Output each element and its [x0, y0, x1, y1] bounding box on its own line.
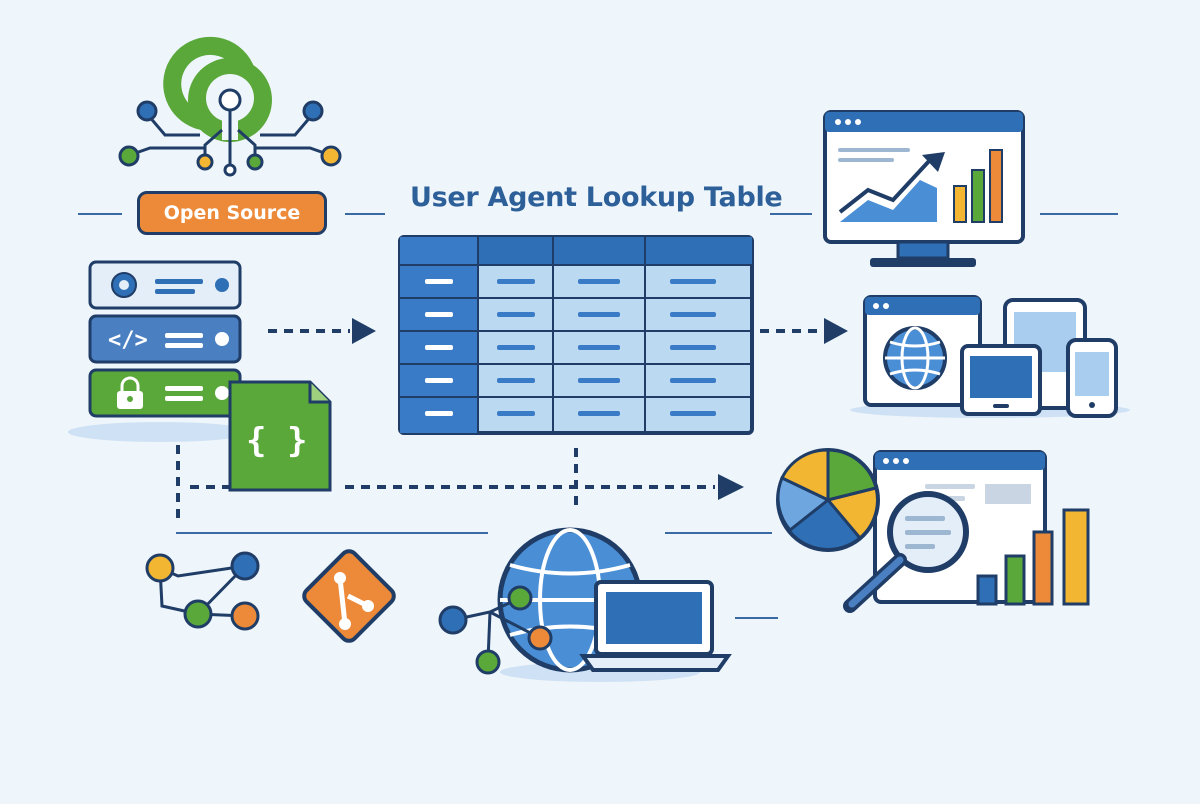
table-key-cells: [425, 279, 453, 416]
arrow-head-bottom: [718, 474, 744, 500]
code-icon: </>: [108, 328, 148, 353]
arrow-head-left: [352, 318, 376, 344]
lookup-table: [398, 235, 754, 435]
globe-laptop-icon: [438, 527, 732, 682]
magnifier-icon: [843, 491, 969, 613]
flow-connectors: [176, 329, 822, 520]
flow-arrowheads: [352, 318, 848, 500]
json-file-icon: { }: [228, 380, 332, 492]
open-source-label: Open Source: [137, 191, 327, 235]
git-icon: [302, 549, 396, 643]
table-value-cells: [497, 279, 716, 416]
globe-icon: [883, 326, 947, 390]
lock-icon: [117, 376, 143, 409]
arrow-head-right: [824, 318, 848, 344]
gear-icon: [111, 272, 137, 298]
multi-device-icon: [850, 295, 1130, 418]
graph-network-icon: [145, 551, 260, 631]
analytics-report-icon: [776, 448, 1090, 613]
open-source-logo-icon: [118, 36, 342, 177]
svg-text:{ }: { }: [246, 421, 307, 461]
laptop-icon: [579, 580, 732, 672]
pie-chart-icon: [776, 448, 880, 552]
divider-lines: [78, 213, 1118, 619]
server-stack-icon: </>: [68, 260, 252, 442]
diagram-title: User Agent Lookup Table: [410, 182, 783, 213]
monitor-chart-icon: [823, 110, 1025, 267]
